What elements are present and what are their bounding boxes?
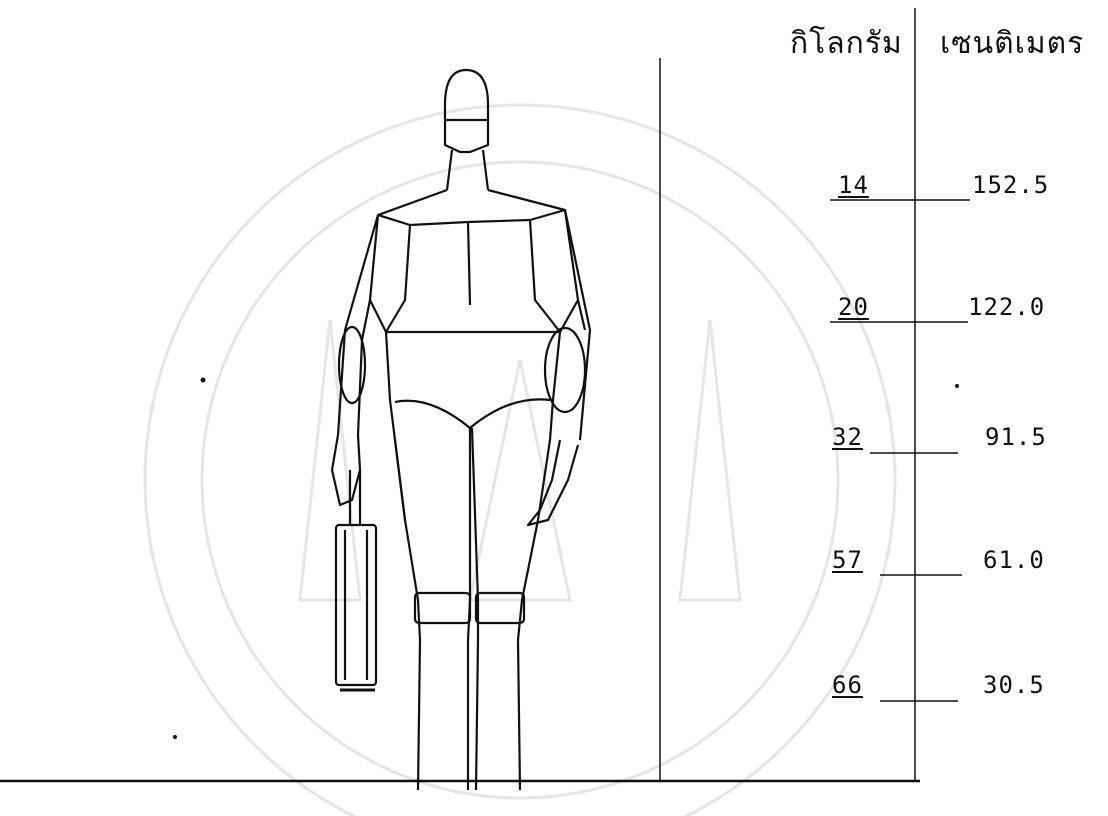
weight-value: 57 [832, 546, 863, 574]
mannequin [332, 70, 590, 790]
weight-value: 66 [832, 671, 863, 699]
height-value: 91.5 [985, 423, 1047, 451]
weight-value: 14 [838, 171, 869, 199]
height-value: 152.5 [972, 171, 1049, 199]
weight-column-header: กิโลกรัม [790, 20, 903, 67]
height-value: 30.5 [983, 671, 1045, 699]
height-column-header: เซนติเมตร [940, 20, 1084, 67]
height-value: 122.0 [968, 293, 1045, 321]
weight-value: 32 [832, 423, 863, 451]
weight-value: 20 [838, 293, 869, 321]
height-value: 61.0 [983, 546, 1045, 574]
